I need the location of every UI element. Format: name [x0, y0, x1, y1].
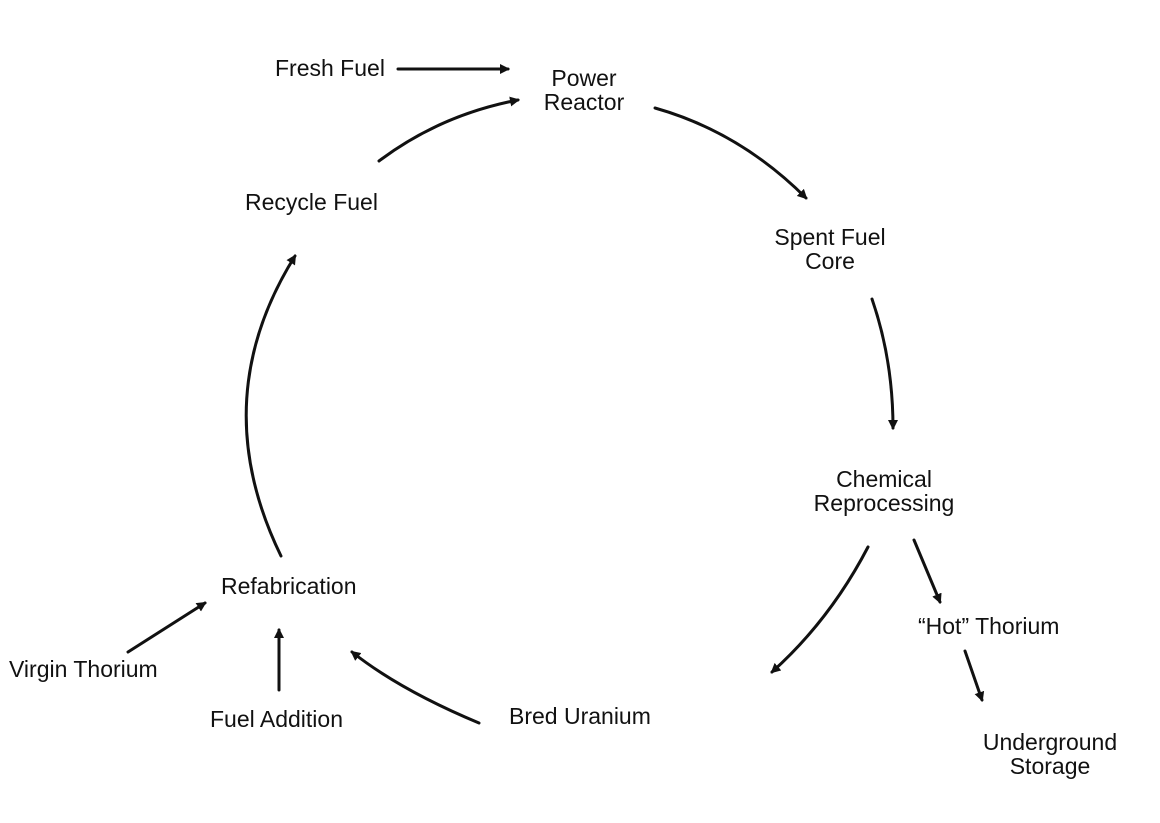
arrow-hot-thorium-to-underground-storage	[963, 649, 985, 702]
node-hot-thorium: “Hot” Thorium	[918, 613, 1060, 639]
node-recycle-fuel: Recycle Fuel	[245, 189, 378, 215]
node-chemical-reprocessing: Chemical Reprocessing	[813, 466, 955, 516]
arrow-chemical-reprocessing-to-bred-uranium	[770, 545, 870, 674]
node-power-reactor: Power Reactor	[543, 65, 625, 115]
arrow-virgin-thorium-to-refabrication	[126, 601, 207, 654]
arrow-chemical-reprocessing-to-hot-thorium	[912, 538, 942, 604]
node-spent-fuel-core: Spent Fuel Core	[774, 224, 886, 274]
arrow-power-reactor-to-spent-fuel-core	[653, 106, 808, 200]
node-bred-uranium: Bred Uranium	[509, 703, 651, 729]
node-fuel-addition: Fuel Addition	[210, 706, 343, 732]
arrow-bred-uranium-to-refabrication	[350, 650, 481, 725]
node-underground-storage: Underground Storage	[982, 729, 1118, 779]
node-virgin-thorium: Virgin Thorium	[9, 656, 158, 682]
node-refabrication: Refabrication	[221, 573, 357, 599]
arrow-recycle-fuel-to-power-reactor	[377, 96, 520, 163]
node-fresh-fuel: Fresh Fuel	[275, 55, 385, 81]
arrow-refabrication-to-recycle-fuel	[244, 254, 297, 558]
arrow-spent-fuel-core-to-chemical-reprocessing	[870, 297, 898, 430]
